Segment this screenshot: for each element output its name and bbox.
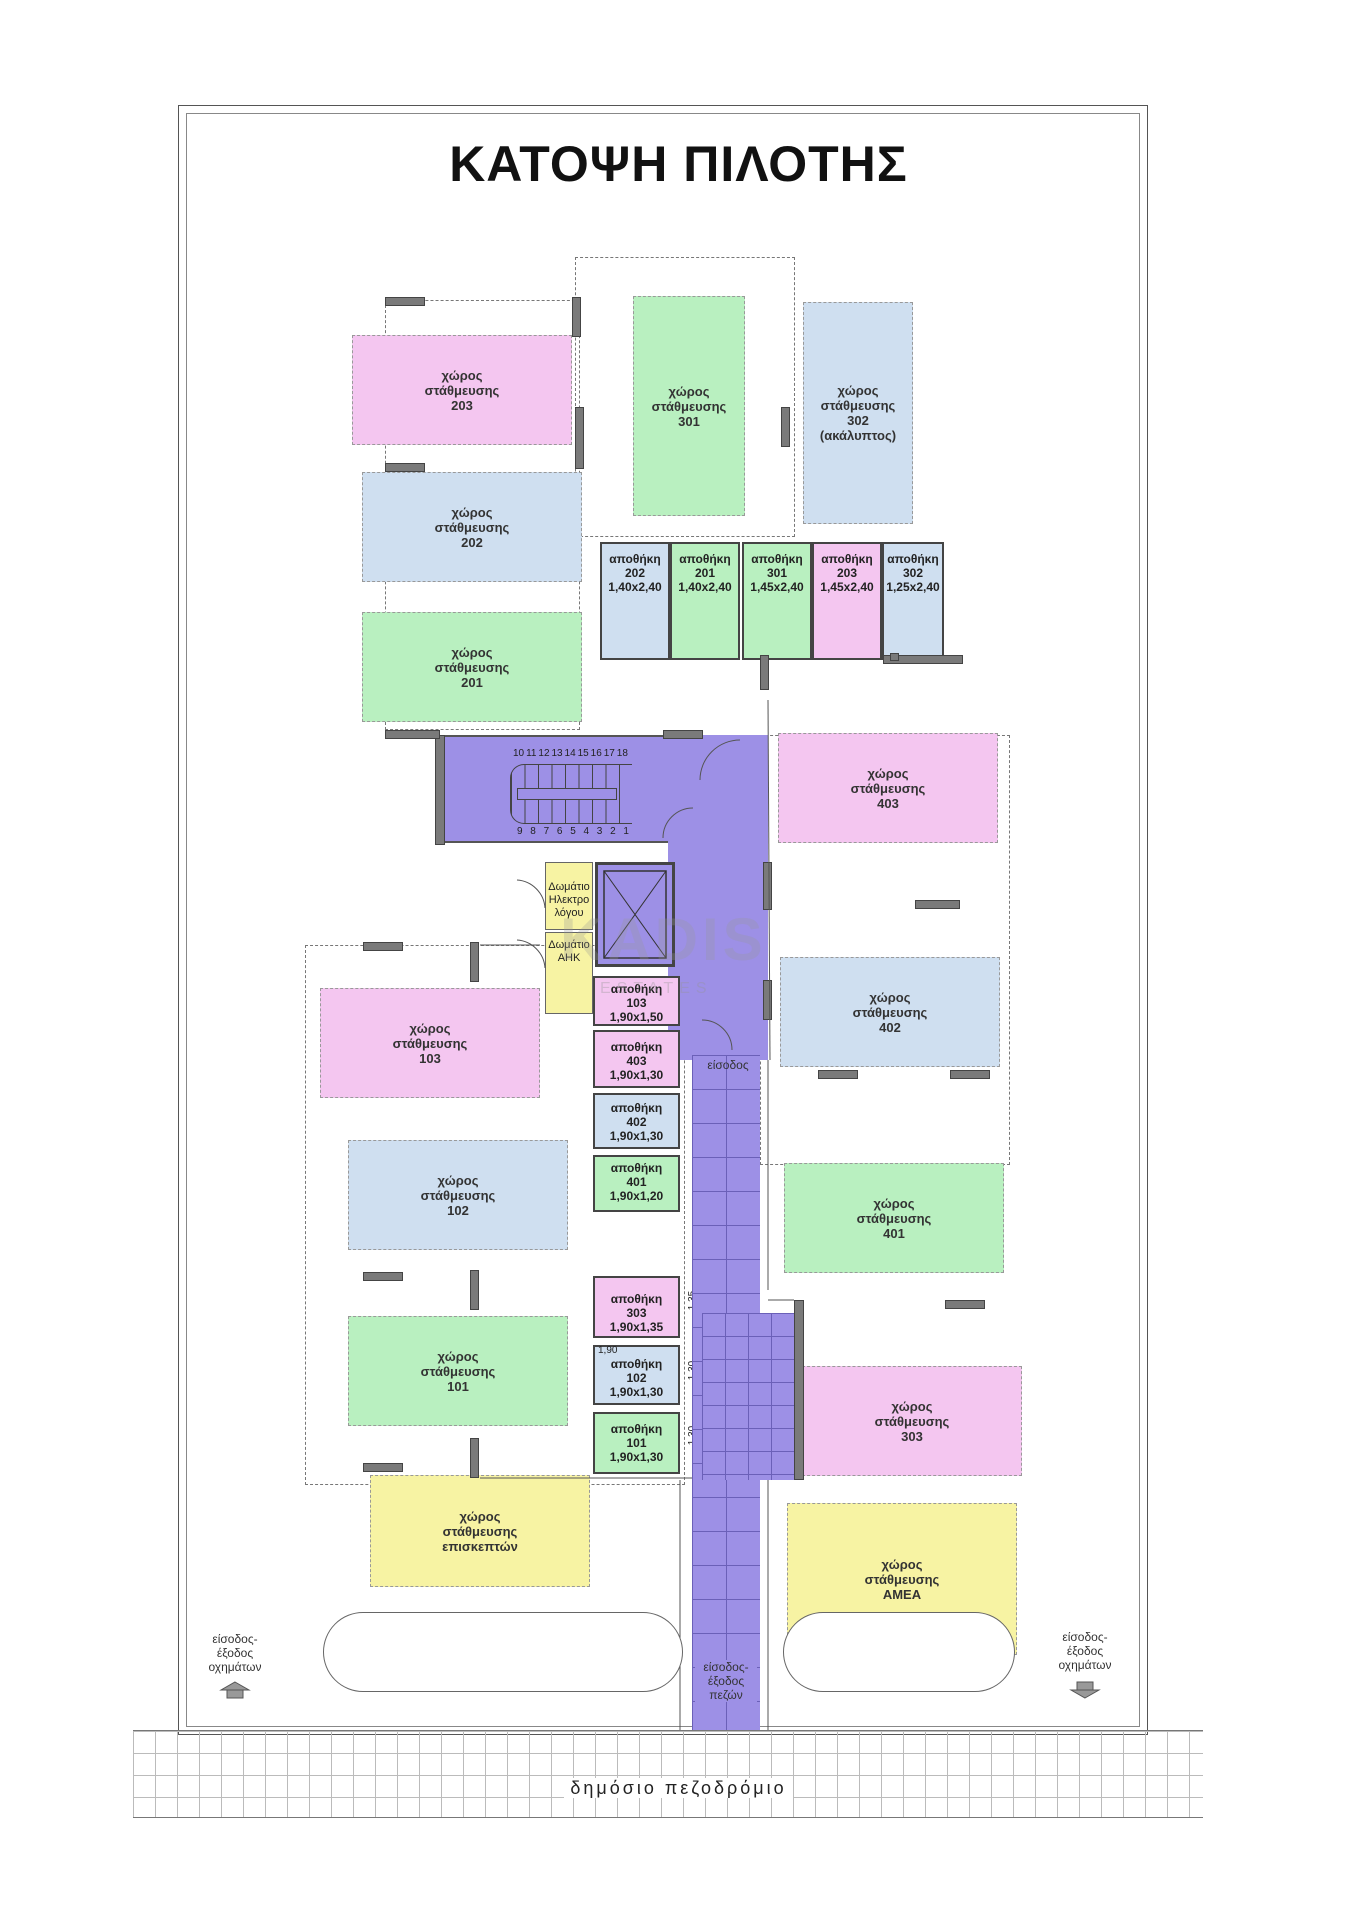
- wall: [470, 942, 479, 982]
- wall: [572, 297, 581, 337]
- wall: [945, 1300, 985, 1309]
- wall: [915, 900, 960, 909]
- wall: [385, 730, 440, 739]
- dimension-190: 1,90: [598, 1345, 618, 1356]
- wall-stair-left: [435, 735, 445, 845]
- wall: [760, 655, 769, 690]
- core-vertical-corridor: [668, 735, 768, 1060]
- planter-right: [783, 1612, 1015, 1692]
- wall: [890, 653, 899, 661]
- plot-boundary-inner: [186, 113, 1140, 1727]
- vehicle-arrow-left-icon: [219, 1681, 251, 1699]
- wall: [385, 297, 425, 306]
- wall: [470, 1270, 479, 1310]
- wall: [575, 407, 584, 469]
- walkway-extension: [702, 1313, 794, 1480]
- wall: [763, 862, 772, 910]
- watermark-logo: KADIS: [560, 906, 767, 973]
- wall: [663, 730, 703, 739]
- wall: [470, 1438, 479, 1478]
- plan-title: ΚΑΤΟΨΗ ΠΙΛΟΤΗΣ: [449, 136, 908, 192]
- public-sidewalk: [133, 1730, 1203, 1818]
- wall: [781, 407, 790, 447]
- wall: [363, 942, 403, 951]
- planter-left: [323, 1612, 683, 1692]
- wall: [883, 655, 963, 664]
- wall: [385, 463, 425, 472]
- sidewalk-label: δημόσιο πεζοδρόμιο: [0, 1778, 1357, 1799]
- wall: [950, 1070, 990, 1079]
- stair-landing-bar: [517, 788, 617, 800]
- building-outline-top-center: [575, 257, 795, 537]
- watermark-subtitle: ESTATES: [600, 980, 713, 997]
- wall: [818, 1070, 858, 1079]
- entrance-label: είσοδος: [707, 1058, 749, 1072]
- wall: [794, 1300, 804, 1480]
- wall: [363, 1272, 403, 1281]
- wall: [763, 980, 772, 1020]
- elevator-shaft: [595, 862, 675, 967]
- wall: [363, 1463, 403, 1472]
- vehicle-arrow-right-icon: [1069, 1681, 1101, 1699]
